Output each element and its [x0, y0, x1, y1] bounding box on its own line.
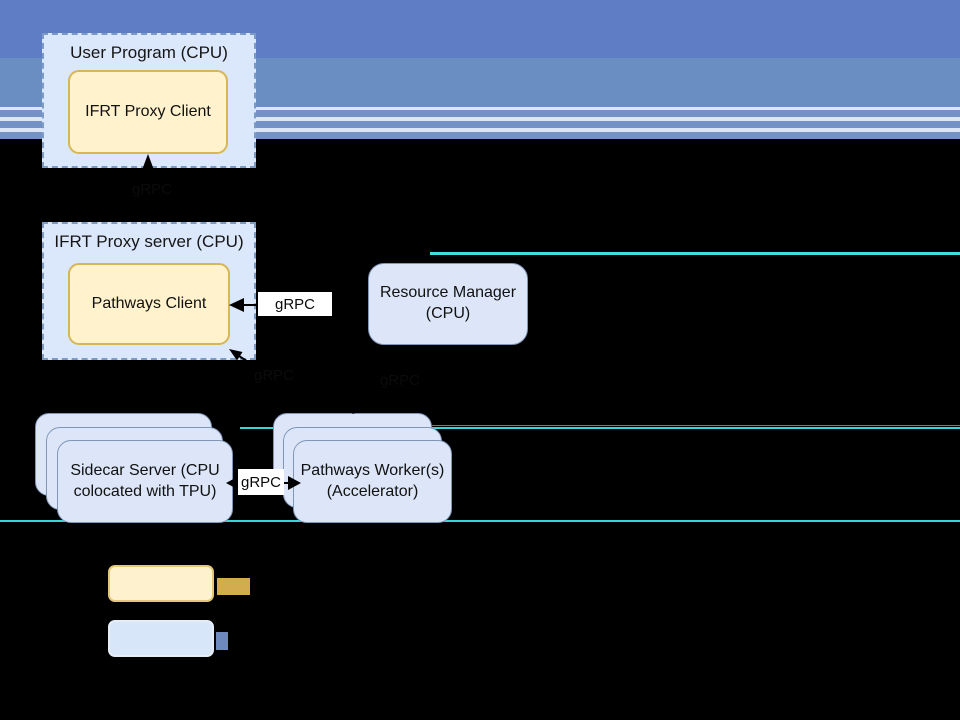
pathways-workers-label-line2: (Accelerator) — [326, 482, 419, 500]
legend-yellow-swatch — [108, 565, 214, 602]
grpc-label-sidecar-workers: gRPC — [238, 469, 284, 495]
pathways-workers-label-line1: Pathways Worker(s) — [300, 461, 445, 479]
grpc-label-pathways-resource: gRPC — [258, 292, 332, 316]
ifrt-proxy-server-title: IFRT Proxy server (CPU) — [54, 232, 244, 251]
sidecar-server-label-line2: colocated with TPU) — [73, 482, 217, 500]
glitch-cyan-line-3 — [0, 520, 960, 522]
sidecar-server-label-line1: Sidecar Server (CPU — [70, 461, 220, 479]
node-sidecar-server: Sidecar Server (CPU colocated with TPU) — [57, 440, 233, 523]
ifrt-proxy-client-label: IFRT Proxy Client — [85, 103, 211, 120]
resource-manager-label-line2: (CPU) — [425, 305, 471, 322]
glitch-cyan-line-2 — [240, 427, 960, 429]
user-program-title: User Program (CPU) — [70, 43, 228, 62]
legend-blue-swatch — [108, 620, 214, 657]
node-pathways-client: Pathways Client — [68, 263, 230, 345]
background-blue-gap — [216, 632, 228, 650]
node-ifrt-proxy-client: IFRT Proxy Client — [68, 70, 228, 154]
node-pathways-workers: Pathways Worker(s) (Accelerator) — [293, 440, 452, 523]
resource-manager-label-line1: Resource Manager — [379, 284, 517, 302]
grpc-label-resource-workers: gRPC — [379, 372, 420, 389]
background-gold-gap — [217, 578, 250, 595]
glitch-cyan-line-1 — [430, 252, 960, 255]
pathways-client-label: Pathways Client — [91, 295, 207, 312]
grpc-label-sidecar-pathways-client: gRPC — [253, 367, 294, 384]
glitch-brown-line — [432, 425, 960, 426]
grpc-label-client-server: gRPC — [131, 181, 172, 198]
node-resource-manager: Resource Manager (CPU) — [368, 263, 528, 345]
